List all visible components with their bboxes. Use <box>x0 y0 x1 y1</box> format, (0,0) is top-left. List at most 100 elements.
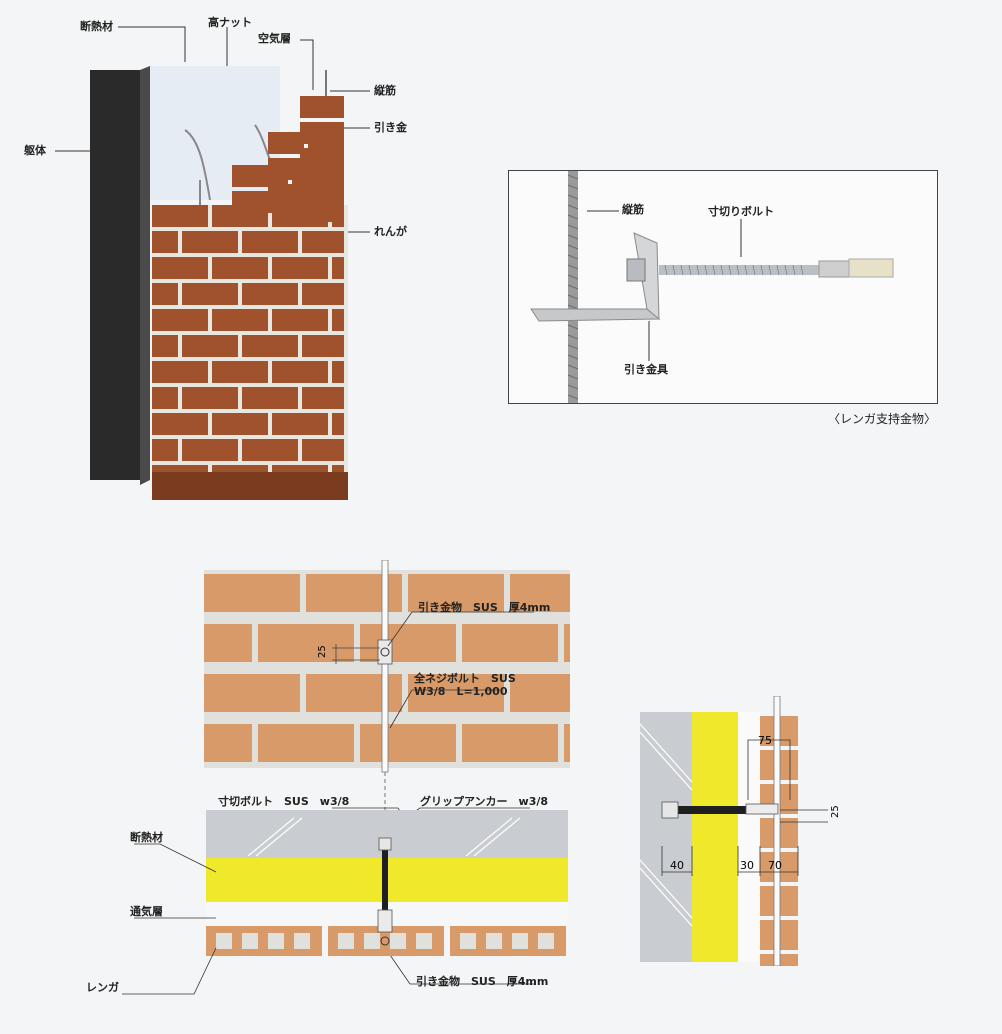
brick-mass <box>152 96 348 500</box>
label-cut-bolt-section: 寸切ボルト SUS w3/8 <box>218 795 350 808</box>
elevation-brick <box>462 724 558 762</box>
label-fitting-bottom: 引き金物 SUS 厚4mm <box>416 975 549 988</box>
dim-25-elevation: 25 <box>317 645 328 658</box>
brick <box>242 231 298 253</box>
elevation-brick <box>564 724 570 762</box>
label-cut-bolt-photo: 寸切りボルト <box>708 205 774 218</box>
brick <box>242 283 298 305</box>
elevation-brick <box>258 624 354 662</box>
label-tie-fitting-photo: 引き金具 <box>624 363 668 376</box>
brick <box>272 257 328 279</box>
label-vertical-rebar-photo: 縦筋 <box>622 203 644 216</box>
elevation-brick <box>408 674 504 712</box>
label-brick-top: れんが <box>374 225 407 238</box>
elevation-brick <box>564 624 570 662</box>
brick <box>302 283 344 305</box>
brick-hole <box>460 933 476 949</box>
wall-cutaway-illustration <box>55 26 370 500</box>
elevation-brick <box>204 624 252 662</box>
brick <box>302 387 344 409</box>
brick <box>182 387 238 409</box>
brick-hole <box>294 933 310 949</box>
brick <box>332 361 344 383</box>
label-fitting-top: 引き金物 SUS 厚4mm <box>418 601 551 614</box>
brick-hole <box>512 933 528 949</box>
section-leaders <box>122 843 217 995</box>
dim-70: 70 <box>768 859 782 872</box>
brick <box>152 283 178 305</box>
elevation-brick <box>462 624 558 662</box>
brick <box>182 283 238 305</box>
brick-hole <box>268 933 284 949</box>
label-full-thread-bolt-1: 全ネジボルト SUS <box>414 672 516 685</box>
label-ventilation-layer: 通気層 <box>130 905 163 918</box>
hardware-photo-frame <box>508 170 938 404</box>
brick <box>302 439 344 461</box>
label-high-nut: 高ナット <box>208 16 252 29</box>
brick <box>152 231 178 253</box>
brick <box>152 413 208 435</box>
elevation-brick <box>204 724 252 762</box>
brick <box>332 309 344 331</box>
brick <box>242 335 298 357</box>
brick <box>308 132 344 154</box>
brick <box>272 361 328 383</box>
elevation-brick <box>408 574 504 612</box>
brick <box>302 231 344 253</box>
brick-hole <box>538 933 554 949</box>
dim-75: 75 <box>758 734 772 747</box>
brick-hole <box>486 933 502 949</box>
brick <box>272 309 328 331</box>
brick <box>292 165 344 187</box>
brick-elevation-section: 25 <box>204 560 570 985</box>
elevation-brick <box>360 624 456 662</box>
brick-hole <box>416 933 432 949</box>
label-grip-anchor: グリップアンカー w3/8 <box>420 795 549 808</box>
brick <box>292 191 344 213</box>
brick <box>152 257 208 279</box>
hardware-photo <box>530 171 894 403</box>
label-air-layer: 空気層 <box>258 32 291 45</box>
elevation-brick <box>510 674 570 712</box>
brick <box>152 361 208 383</box>
brick-base-shadow <box>152 472 348 500</box>
elevation-brick <box>510 574 570 612</box>
brick <box>332 413 344 435</box>
brick <box>300 96 344 118</box>
brick <box>182 231 238 253</box>
brick-hole <box>364 933 380 949</box>
label-tie-wire: 引き金 <box>374 121 407 134</box>
brick <box>212 309 268 331</box>
brick-hole <box>390 933 406 949</box>
brick <box>152 439 178 461</box>
brick <box>152 309 208 331</box>
brick <box>242 387 298 409</box>
label-full-thread-bolt-2: W3/8 L=1,000 <box>414 685 508 698</box>
elevation-brick <box>204 574 300 612</box>
dim-30: 30 <box>740 859 754 872</box>
label-insulation-section: 断熱材 <box>130 831 163 844</box>
brick-hole <box>338 933 354 949</box>
brick <box>302 335 344 357</box>
dim-25-detail: 25 <box>830 805 841 818</box>
brick <box>268 132 304 154</box>
elevation-brick <box>204 674 300 712</box>
brick <box>272 413 328 435</box>
brick <box>212 361 268 383</box>
label-frame: 躯体 <box>24 144 46 157</box>
brick <box>212 413 268 435</box>
brick-hole <box>216 933 232 949</box>
brick <box>152 387 178 409</box>
brick <box>242 439 298 461</box>
brick <box>332 257 344 279</box>
brick <box>212 257 268 279</box>
elevation-brick <box>360 724 456 762</box>
section-detail: 75 25 40 30 70 <box>640 696 841 966</box>
dim-40: 40 <box>670 859 684 872</box>
label-vertical-rebar-top: 縦筋 <box>374 84 396 97</box>
brick <box>182 439 238 461</box>
label-brick-section: レンガ <box>86 981 119 994</box>
brick <box>232 165 288 187</box>
label-insulation-top: 断熱材 <box>80 20 113 33</box>
